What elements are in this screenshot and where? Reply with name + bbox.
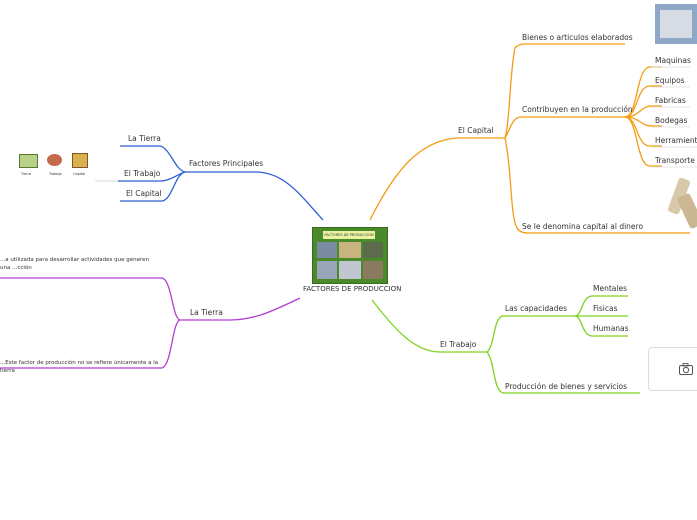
node-fabricas[interactable]: Fabricas: [655, 96, 686, 105]
center-image-photo-1: [317, 242, 337, 258]
connector-factores: [118, 145, 324, 221]
connector-tierra: [0, 277, 301, 369]
node-tierra-desc-1[interactable]: ...a utilizada para desarrollar activida…: [0, 257, 149, 272]
bienes-image-detail: [660, 10, 692, 38]
factores-image-capital-icon: [72, 153, 88, 168]
factores-image[interactable]: Tierra Trabajo Capital: [14, 152, 94, 180]
image-placeholder[interactable]: [648, 347, 697, 391]
factores-image-trabajo-caption: Trabajo: [49, 172, 62, 176]
node-bodegas[interactable]: Bodegas: [655, 116, 688, 125]
node-transporte[interactable]: Transporte: [655, 156, 695, 165]
center-title[interactable]: FACTORES DE PRODUCCION: [303, 285, 402, 293]
node-factores-capital[interactable]: El Capital: [126, 189, 162, 198]
node-fisicas[interactable]: Fisicas: [593, 304, 618, 313]
node-factores[interactable]: Factores Principales: [189, 159, 264, 168]
camera-icon: [679, 363, 693, 375]
factores-image-trabajo-icon: [47, 154, 62, 166]
node-maquinas[interactable]: Maquinas: [655, 56, 691, 65]
center-image-photo-3: [363, 242, 383, 258]
money-image[interactable]: [665, 176, 697, 230]
center-image-photo-2: [339, 242, 361, 258]
sub-underlines-capital: [651, 66, 697, 168]
node-capital[interactable]: El Capital: [458, 126, 494, 135]
node-humanas[interactable]: Humanas: [593, 324, 629, 333]
node-herramientas[interactable]: Herramientas: [655, 137, 697, 145]
node-tierra[interactable]: La Tierra: [190, 308, 223, 317]
connector-trabajo: [371, 295, 640, 394]
center-image-photo-4: [317, 261, 337, 279]
node-tierra-desc-2[interactable]: ...Este factor de producción no se refie…: [0, 360, 159, 375]
node-bienes[interactable]: Bienes o articulos elaborados: [522, 33, 633, 42]
node-factores-trabajo[interactable]: El Trabajo: [124, 169, 161, 178]
center-image-photo-5: [339, 261, 361, 279]
node-produccion[interactable]: Producción de bienes y servicios: [505, 382, 627, 391]
connector-capital: [369, 43, 690, 234]
factores-image-tierra-caption: Tierra: [21, 172, 32, 176]
center-image-photo-6: [363, 261, 383, 279]
factores-image-capital-caption: Capital: [73, 172, 86, 176]
node-factores-tierra[interactable]: La Tierra: [128, 134, 161, 143]
node-contribuyen[interactable]: Contribuyen en la producción: [522, 105, 633, 114]
node-equipos[interactable]: Equipos: [655, 76, 685, 85]
node-capacidades[interactable]: Las capacidades: [505, 304, 567, 313]
center-image[interactable]: FACTORES DE PRODUCCION: [312, 227, 388, 284]
bienes-image[interactable]: [655, 4, 697, 44]
node-mentales[interactable]: Mentales: [593, 284, 627, 293]
node-denomina[interactable]: Se le denomina capital al dinero: [522, 222, 644, 231]
center-image-caption: FACTORES DE PRODUCCION: [323, 231, 375, 239]
node-trabajo[interactable]: El Trabajo: [440, 340, 477, 349]
factores-image-tierra-icon: [19, 154, 38, 168]
